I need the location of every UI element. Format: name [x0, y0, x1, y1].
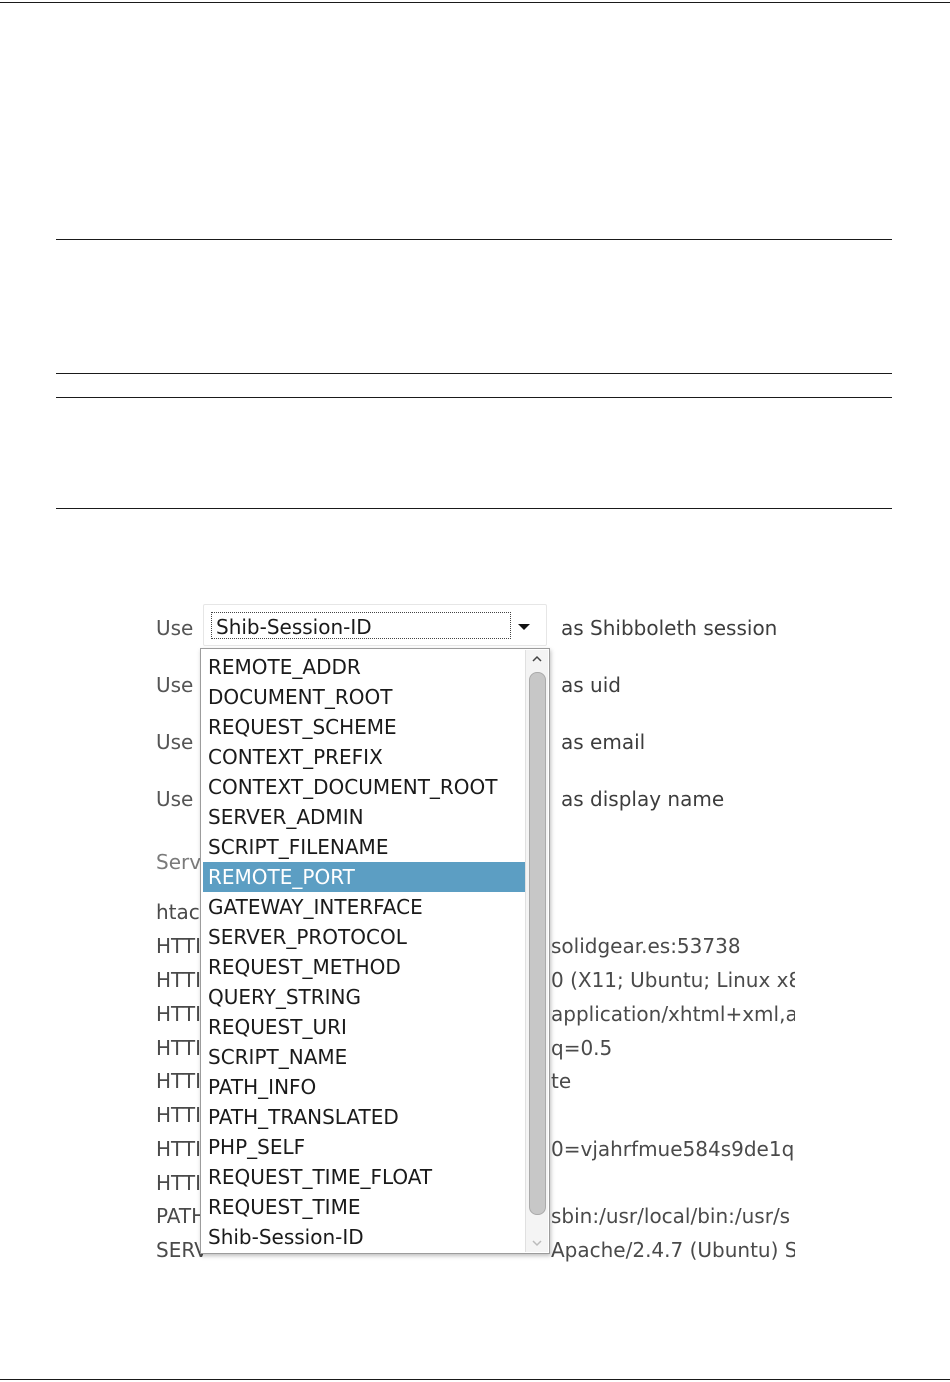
dropdown-option[interactable]: PATH_INFO	[208, 1075, 317, 1099]
dropdown-option[interactable]: DOCUMENT_ROOT	[208, 685, 393, 709]
dropdown-option[interactable]: SCRIPT_FILENAME	[208, 835, 389, 859]
dropdown-scrollbar[interactable]	[525, 650, 548, 1252]
dropdown-options: REMOTE_ADDR DOCUMENT_ROOT REQUEST_SCHEME CO…	[203, 652, 525, 1252]
dropdown-option[interactable]: REQUEST_URI	[208, 1015, 347, 1039]
row-prefix-email: Use	[156, 730, 194, 754]
row-suffix-session: as Shibboleth session	[561, 616, 778, 640]
server-var-key: SERV	[156, 1238, 208, 1262]
dropdown-option[interactable]: PHP_SELF	[208, 1135, 306, 1159]
server-section-heading: Serv	[156, 850, 202, 874]
dropdown-option[interactable]: REMOTE_PORT	[203, 862, 525, 892]
server-var-value: solidgear.es:53738	[551, 934, 741, 958]
server-var-key: HTTI	[156, 968, 202, 992]
dropdown-option[interactable]: SERVER_ADMIN	[208, 805, 364, 829]
server-var-value: 0=vjahrfmue584s9de1qq	[551, 1137, 795, 1161]
row-suffix-email: as email	[561, 730, 646, 754]
server-var-key: HTTI	[156, 1137, 202, 1161]
row-prefix-uid: Use	[156, 673, 194, 697]
htaccess-label: htac	[156, 900, 200, 924]
dropdown-option[interactable]: REQUEST_METHOD	[208, 955, 401, 979]
dropdown-option[interactable]: QUERY_STRING	[208, 985, 362, 1009]
section-divider-4	[56, 508, 892, 509]
select-dropdown-list[interactable]: REMOTE_ADDR DOCUMENT_ROOT REQUEST_SCHEME CO…	[200, 648, 550, 1254]
row-prefix-display-name: Use	[156, 787, 194, 811]
chevron-down-icon[interactable]	[532, 1238, 542, 1248]
caret-down-icon[interactable]	[518, 624, 530, 630]
section-divider-2	[56, 373, 892, 374]
section-divider-3	[56, 397, 892, 398]
server-var-key: HTTI	[156, 1069, 202, 1093]
dropdown-option[interactable]: CONTEXT_PREFIX	[208, 745, 383, 769]
row-suffix-uid: as uid	[561, 673, 621, 697]
dropdown-option[interactable]: SCRIPT_NAME	[208, 1045, 348, 1069]
dropdown-option[interactable]: SERVER_PROTOCOL	[208, 925, 407, 949]
server-var-value: sbin:/usr/local/bin:/usr/s	[551, 1204, 791, 1228]
chevron-up-icon[interactable]	[532, 654, 542, 664]
dropdown-option[interactable]: REQUEST_SCHEME	[208, 715, 397, 739]
server-var-key: PATH	[156, 1204, 207, 1228]
dropdown-option[interactable]: REMOTE_ADDR	[208, 655, 361, 679]
dropdown-option[interactable]: CONTEXT_DOCUMENT_ROOT	[208, 775, 498, 799]
section-divider-1	[56, 239, 892, 240]
scrollbar-thumb[interactable]	[529, 672, 546, 1215]
dropdown-option[interactable]: Shib-Session-ID	[208, 1225, 364, 1249]
server-var-value: q=0.5	[551, 1036, 613, 1060]
server-var-value: Apache/2.4.7 (Ubuntu) S	[551, 1238, 795, 1262]
dropdown-option[interactable]: REQUEST_TIME_FLOAT	[208, 1165, 433, 1189]
server-var-key: HTTI	[156, 1103, 202, 1127]
server-var-value: te	[551, 1069, 572, 1093]
row-prefix-session: Use	[156, 616, 194, 640]
server-var-key: HTTI	[156, 1002, 202, 1026]
top-rule	[0, 2, 950, 3]
server-var-key: HTTI	[156, 1171, 202, 1195]
server-var-key: HTTI	[156, 1036, 202, 1060]
server-var-value: 0 (X11; Ubuntu; Linux x86	[551, 968, 795, 992]
session-variable-select[interactable]: Shib-Session-ID	[203, 604, 547, 646]
row-suffix-display-name: as display name	[561, 787, 725, 811]
dropdown-option[interactable]: PATH_TRANSLATED	[208, 1105, 399, 1129]
server-var-value: application/xhtml+xml,ap	[551, 1002, 795, 1026]
bottom-rule	[0, 1379, 950, 1380]
server-var-key: HTTI	[156, 934, 202, 958]
select-current-value: Shib-Session-ID	[216, 615, 372, 639]
dropdown-option[interactable]: REQUEST_TIME	[208, 1195, 361, 1219]
dropdown-option[interactable]: GATEWAY_INTERFACE	[208, 895, 423, 919]
select-focus-ring	[211, 612, 511, 639]
